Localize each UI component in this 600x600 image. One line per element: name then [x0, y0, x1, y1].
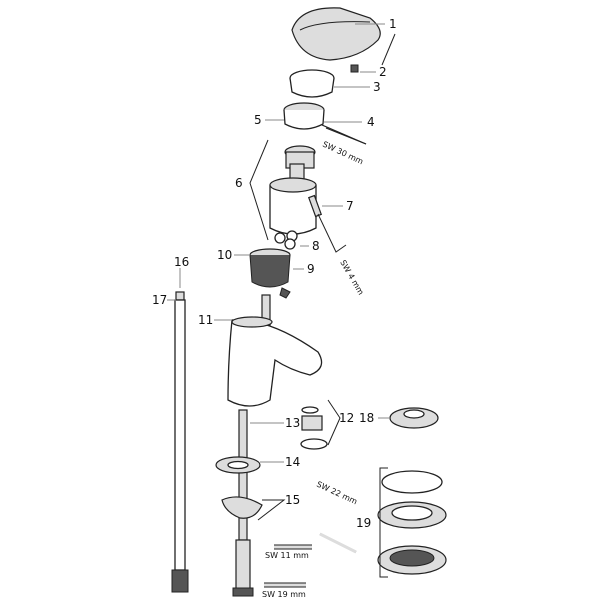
part-number-19: 19 [356, 516, 371, 530]
part-number-8: 8 [312, 239, 320, 253]
part-number-3: 3 [373, 80, 381, 94]
part-number-15: 15 [285, 493, 300, 507]
part-number-18: 18 [359, 411, 374, 425]
allen-key-size-label: SW 4 mm [338, 259, 365, 297]
part-spout-body [227, 294, 323, 407]
part-number-17: 17 [152, 293, 167, 307]
part-clip [279, 287, 291, 299]
part-nut [283, 102, 325, 130]
part-number-7: 7 [346, 199, 354, 213]
part-cover-ring [289, 69, 335, 98]
part-setscrew [350, 64, 359, 73]
part-threaded-rod [232, 409, 254, 597]
part-number-5: 5 [254, 113, 262, 127]
part-seals [274, 230, 298, 250]
wrench-size-label: SW 19 mm [262, 590, 306, 599]
part-base [249, 248, 291, 288]
wrench-icon [264, 124, 367, 588]
wrench-size-label: SW 22 mm [315, 480, 359, 507]
part-number-1: 1 [389, 17, 397, 31]
leader-lines [167, 23, 396, 521]
part-washer [215, 456, 261, 474]
part-handle [291, 7, 381, 61]
part-number-4: 4 [367, 115, 375, 129]
part-number-2: 2 [379, 65, 387, 79]
wrench-size-label: SW 30 mm [321, 140, 365, 167]
part-aerator [300, 406, 328, 450]
part-number-6: 6 [235, 176, 243, 190]
part-drain-cap [389, 407, 439, 429]
part-number-16: 16 [174, 255, 189, 269]
part-number-9: 9 [307, 262, 315, 276]
part-drain-set [377, 467, 447, 578]
part-allen-key [307, 194, 347, 253]
part-cartridge [269, 145, 317, 235]
part-number-14: 14 [285, 455, 300, 469]
part-number-11: 11 [198, 313, 213, 327]
part-fork [221, 496, 263, 519]
part-number-12: 12 [339, 411, 354, 425]
part-supply-hose [171, 291, 189, 593]
part-number-10: 10 [217, 248, 232, 262]
part-number-13: 13 [285, 416, 300, 430]
wrench-size-label: SW 11 mm [265, 551, 309, 560]
